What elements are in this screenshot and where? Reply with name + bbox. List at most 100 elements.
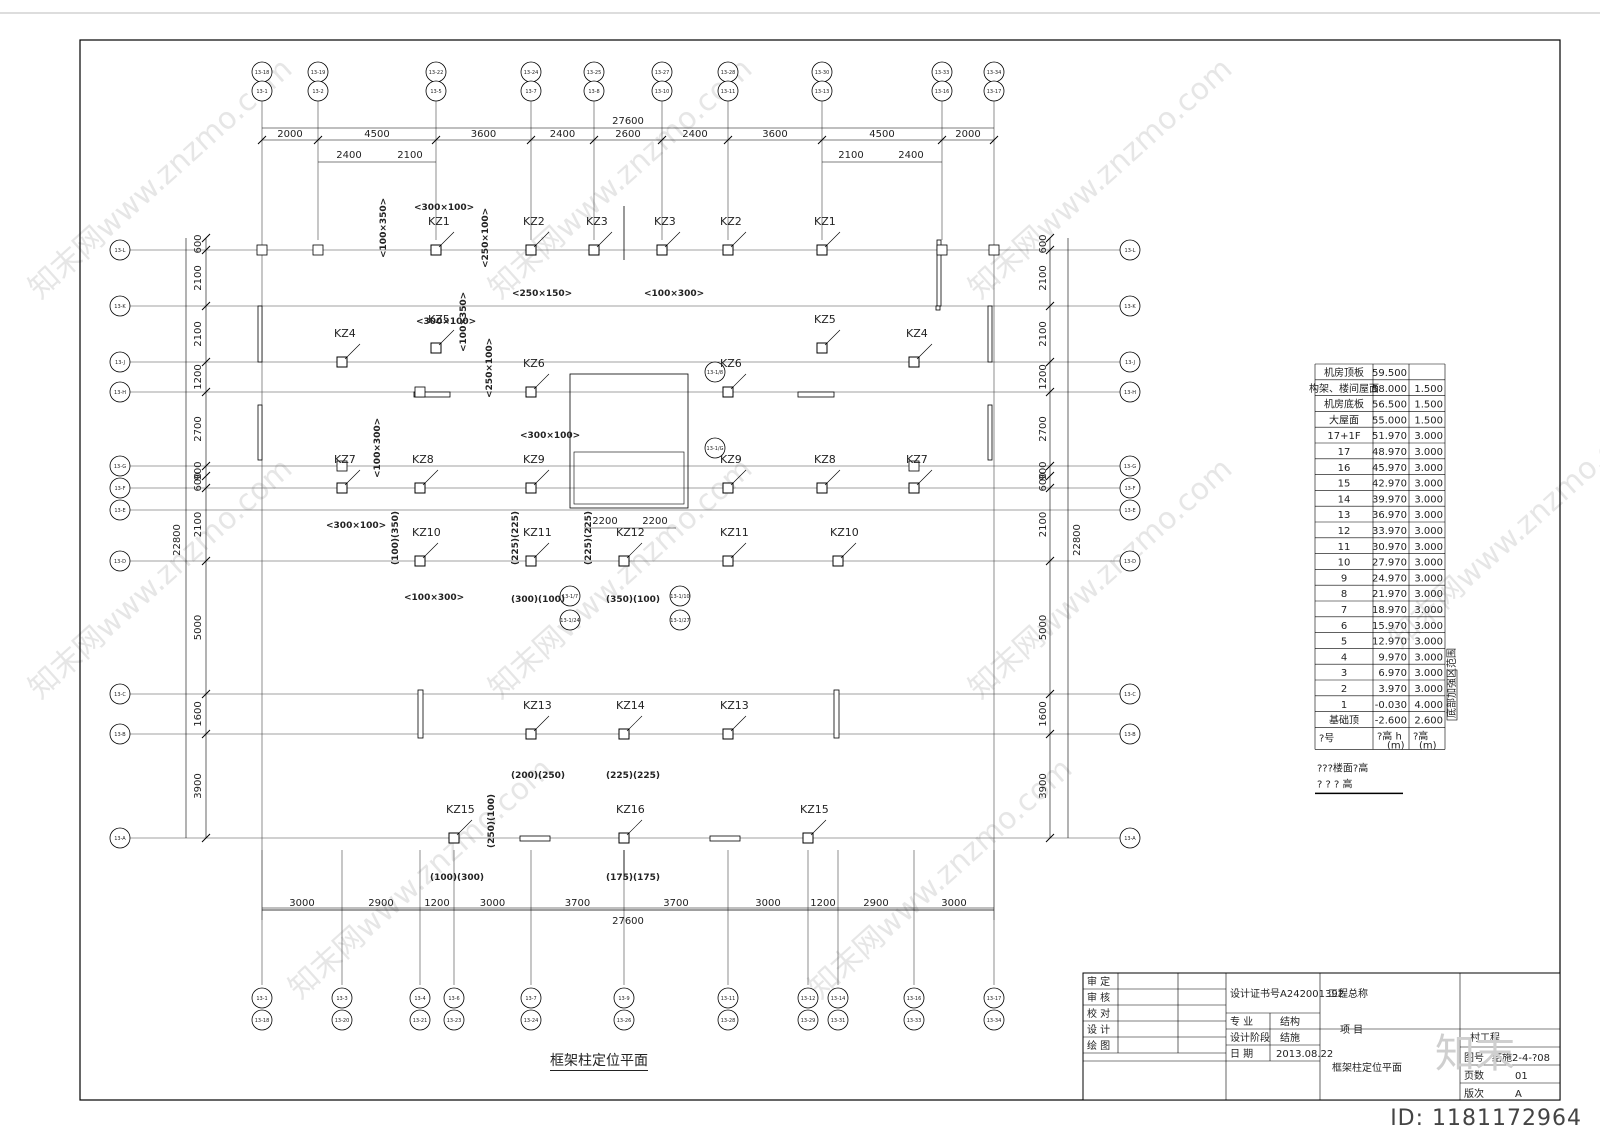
column-size-annotation: <300×100> <box>326 521 386 531</box>
column-leader <box>533 542 550 559</box>
dimension-text: 2100 <box>1038 265 1049 290</box>
axis-label: 13-F <box>114 486 125 492</box>
watermark-text: 知末网www.znzmo.com <box>282 751 559 1006</box>
level-elevation: 27.970 <box>1372 558 1407 569</box>
table-caption: ???楼面?高 <box>1317 761 1368 774</box>
axis-label: 13-18 <box>255 1018 270 1024</box>
dimension-text: 3900 <box>193 773 204 798</box>
axis-label: 13-1/8 <box>707 370 723 376</box>
level-elevation: 39.970 <box>1372 494 1407 505</box>
axis-label: 13-17 <box>987 996 1002 1002</box>
axis-label: 13-A <box>114 836 126 842</box>
level-name: 1 <box>1341 700 1347 711</box>
axis-bubble <box>425 80 447 102</box>
axis-bubble <box>109 499 131 521</box>
level-name: 机房顶板 <box>1324 366 1364 379</box>
core-wall <box>569 373 689 509</box>
column-square <box>656 244 668 256</box>
axis-bubble <box>797 1009 819 1031</box>
dimension-text: 900 <box>193 461 204 480</box>
table-footer: ?高 h <box>1377 729 1402 742</box>
dimension-text: 2200 <box>642 516 667 527</box>
title-block-label: 日 期 <box>1230 1048 1253 1060</box>
title-block-label: 设计阶段 <box>1230 1031 1270 1044</box>
axis-label: 13-26 <box>617 1018 632 1024</box>
level-elevation: 6.970 <box>1378 668 1407 679</box>
dimension-tick <box>1045 357 1055 367</box>
title-block-drawing-name: 框架柱定位平面 <box>1332 1061 1402 1074</box>
level-height: 3.000 <box>1414 684 1443 695</box>
dimension-tick <box>817 135 827 145</box>
column-size-annotation: <250×150> <box>512 289 572 299</box>
title-block-value: 结构 <box>1280 1015 1300 1028</box>
level-name: 2 <box>1341 684 1347 695</box>
wall-segment <box>709 835 741 842</box>
axis-label: 13-28 <box>721 1018 736 1024</box>
column-leader <box>626 542 643 559</box>
column-square <box>832 555 844 567</box>
axis-bubble <box>983 1009 1005 1031</box>
column-label: KZ5 <box>428 313 450 326</box>
column-square <box>988 244 1000 256</box>
dimension-text: 2600 <box>615 129 640 140</box>
column-square <box>908 460 920 472</box>
wall-segment <box>413 391 451 398</box>
axis-bubble <box>1119 351 1141 373</box>
column-label: KZ8 <box>814 453 836 466</box>
column-label: KZ3 <box>586 215 608 228</box>
dimension-tick <box>201 729 211 739</box>
level-elevation: 48.970 <box>1372 447 1407 458</box>
level-name: 3 <box>1341 668 1347 679</box>
column-label: KZ7 <box>334 453 356 466</box>
dimension-tick <box>1045 301 1055 311</box>
axis-label: 13-J <box>115 360 125 366</box>
dimension-tick <box>201 245 211 255</box>
dimension-text: 3000 <box>289 898 314 909</box>
axis-label: 13-14 <box>831 996 846 1002</box>
axis-bubble <box>443 987 465 1009</box>
level-elevation: 58.000 <box>1372 384 1407 395</box>
column-label: KZ5 <box>814 313 836 326</box>
axis-bubble <box>1119 499 1141 521</box>
column-label: KZ11 <box>720 526 749 539</box>
dimension-text: 2700 <box>1038 416 1049 441</box>
level-name: 11 <box>1338 542 1351 553</box>
dimension-tick <box>1045 461 1055 471</box>
column-size-annotation: (100)(300) <box>430 873 484 883</box>
column-label: KZ9 <box>523 453 545 466</box>
dimension-text: 22800 <box>1072 524 1083 556</box>
column-size-annotation: <250×100> <box>481 208 491 268</box>
level-height: 3.000 <box>1414 542 1443 553</box>
column-size-annotation: <100×350> <box>459 292 469 352</box>
column-size-annotation: <300×100> <box>416 317 476 327</box>
axis-label: 13-28 <box>721 70 736 76</box>
column-square <box>722 728 734 740</box>
watermark-text: 知末网www.znzmo.com <box>22 451 299 706</box>
axis-label: 13-11 <box>721 89 736 95</box>
dimension-text: 2100 <box>193 321 204 346</box>
dimension-tick <box>1045 833 1055 843</box>
level-elevation: 51.970 <box>1372 431 1407 442</box>
column-square <box>525 728 537 740</box>
axis-label: 13-F <box>1124 486 1135 492</box>
dimension-text: 3700 <box>663 898 688 909</box>
column-leader <box>438 231 455 248</box>
column-label: KZ1 <box>814 215 836 228</box>
axis-bubble <box>331 1009 353 1031</box>
axis-bubble <box>251 987 273 1009</box>
column-size-annotation: <100×350> <box>379 198 389 258</box>
axis-bubble <box>1119 827 1141 849</box>
level-elevation: 45.970 <box>1372 463 1407 474</box>
column-size-annotation: (250)(100) <box>487 794 497 848</box>
dimension-text: 2400 <box>550 129 575 140</box>
column-leader <box>596 231 613 248</box>
column-label: KZ16 <box>616 803 645 816</box>
dimension-text: 1600 <box>193 701 204 726</box>
wall-segment <box>417 689 424 739</box>
column-leader <box>810 819 827 836</box>
axis-label: 13-13 <box>815 89 830 95</box>
column-size-annotation: <300×100> <box>414 203 474 213</box>
dimension-text: 2100 <box>193 265 204 290</box>
